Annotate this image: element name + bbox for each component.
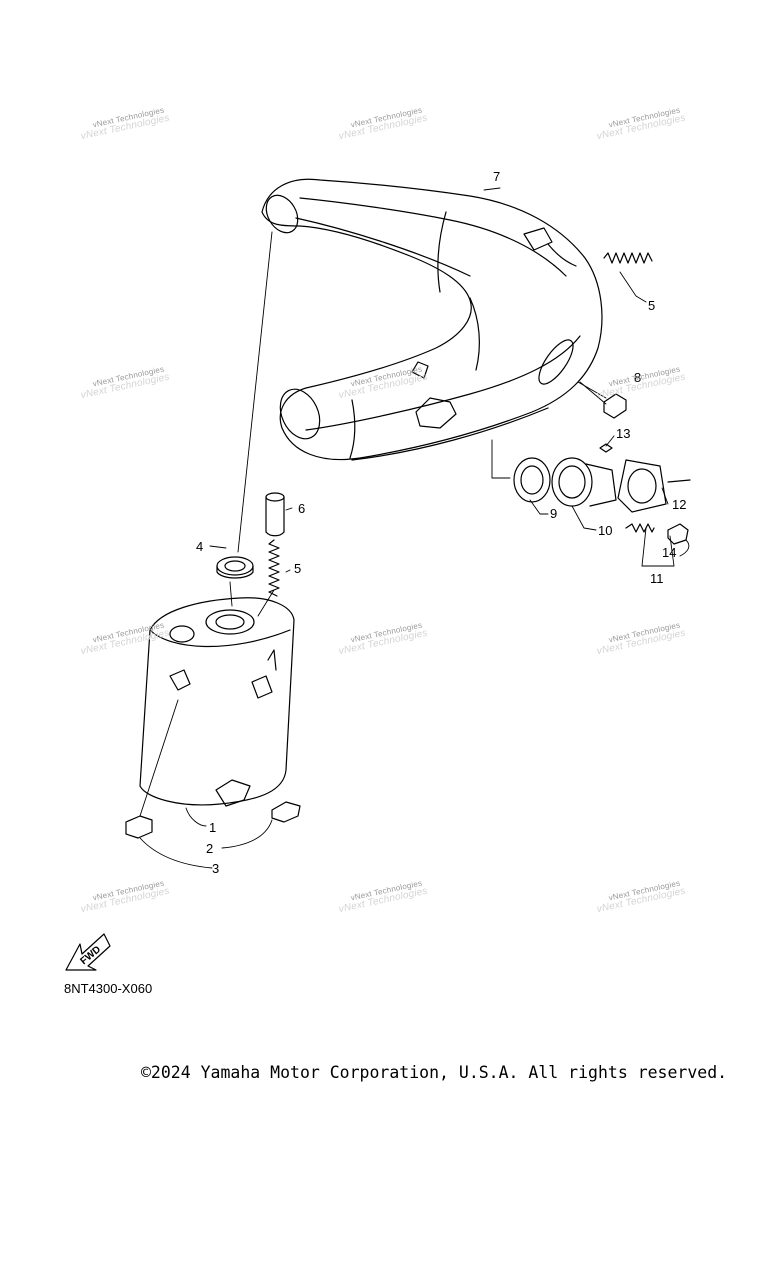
callout-2: 2 [206, 841, 213, 856]
damper-right-part [271, 801, 301, 823]
callout-8: 8 [634, 370, 641, 385]
callout-5-upper: 5 [648, 298, 655, 313]
joint-pipe-part [551, 457, 617, 507]
spring-lower-part [268, 539, 280, 597]
spring-cap-part [625, 523, 689, 545]
callout-5-lower: 5 [294, 561, 301, 576]
fwd-arrow-icon: FWD [65, 933, 111, 971]
callout-9: 9 [550, 506, 557, 521]
drawing-code: 8NT4300-X060 [64, 981, 153, 996]
grommet-part [216, 556, 254, 579]
damper-part [603, 393, 627, 419]
callout-14: 14 [662, 545, 676, 560]
callout-1: 1 [209, 820, 216, 835]
damper-left-part [125, 815, 153, 839]
callout-13: 13 [616, 426, 630, 441]
callout-11: 11 [650, 571, 664, 586]
sleeve-part [265, 492, 285, 537]
bracket-part [215, 779, 251, 807]
callout-4: 4 [196, 539, 203, 554]
callout-3: 3 [212, 861, 219, 876]
callout-6: 6 [298, 501, 305, 516]
exhaust-chamber-part [261, 178, 603, 461]
gasket-ring-part [513, 457, 551, 503]
callout-7: 7 [493, 169, 500, 184]
spring-upper-part [603, 252, 653, 264]
bolt-part [599, 443, 613, 453]
callout-12: 12 [672, 497, 686, 512]
muffler-body-part [139, 597, 295, 806]
copyright-notice: ©2024 Yamaha Motor Corporation, U.S.A. A… [141, 1063, 728, 1082]
flange-gasket-part [617, 459, 691, 513]
callout-10: 10 [598, 523, 612, 538]
